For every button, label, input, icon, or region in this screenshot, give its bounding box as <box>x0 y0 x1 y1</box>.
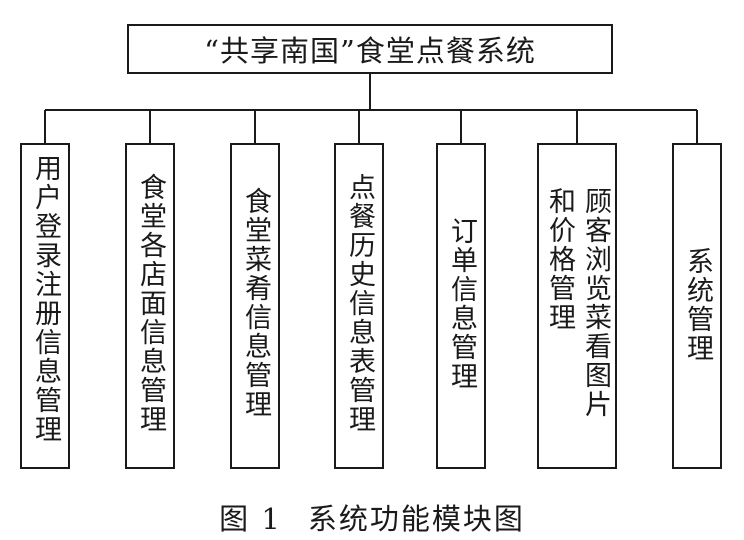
figure-caption: 图 1 系统功能模块图 <box>0 496 744 538</box>
module-label: 点餐历史信息表管理 <box>344 173 375 434</box>
figure-title: 系统功能模块图 <box>307 502 525 536</box>
module-store-info: 食堂各店面信息管理 <box>125 143 175 469</box>
module-label: 食堂各店面信息管理 <box>135 173 166 434</box>
module-user-login-registration: 用户登录注册信息管理 <box>20 143 70 469</box>
module-label: 订单信息管理 <box>446 217 477 391</box>
module-label: 用户登录注册信息管理 <box>30 154 61 444</box>
module-label: 系统管理 <box>682 247 713 363</box>
system-root-box: “共享南国”食堂点餐系统 <box>127 24 613 74</box>
module-dish-info: 食堂菜肴信息管理 <box>230 143 280 469</box>
module-label: 食堂菜肴信息管理 <box>240 187 271 419</box>
figure-number: 图 1 <box>219 502 282 536</box>
module-order-history: 点餐历史信息表管理 <box>334 143 384 469</box>
system-root-label: “共享南国”食堂点餐系统 <box>204 34 536 68</box>
module-system-management: 系统管理 <box>672 143 722 469</box>
module-label: 顾客浏览菜看图片和价格管理 <box>544 187 611 419</box>
module-customer-browse: 顾客浏览菜看图片和价格管理 <box>537 143 617 469</box>
module-order-info: 订单信息管理 <box>436 143 486 469</box>
